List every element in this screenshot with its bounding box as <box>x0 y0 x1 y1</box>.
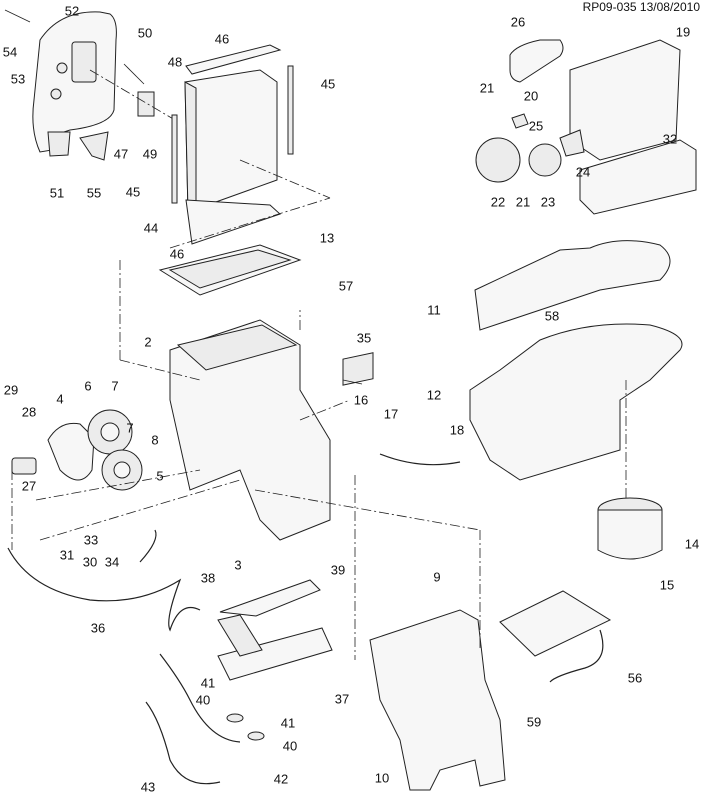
callout-18: 18 <box>449 422 465 438</box>
callout-21-upper: 21 <box>479 80 495 96</box>
heater-core-part <box>145 579 333 785</box>
callout-6: 6 <box>84 378 92 394</box>
callout-23: 23 <box>540 194 556 210</box>
hvac-case-part <box>119 260 331 541</box>
callout-13: 13 <box>319 230 335 246</box>
callout-39: 39 <box>330 562 346 578</box>
callout-2: 2 <box>144 334 152 350</box>
callout-3: 3 <box>234 557 242 573</box>
callout-37: 37 <box>334 691 350 707</box>
evaporator-core-part <box>169 44 331 249</box>
callout-45-right: 45 <box>320 76 336 92</box>
callout-43: 43 <box>140 779 156 795</box>
callout-19: 19 <box>675 24 691 40</box>
callout-24: 24 <box>575 164 591 180</box>
callout-27: 27 <box>21 478 37 494</box>
callout-40-right: 40 <box>282 738 298 754</box>
callout-41-right: 41 <box>280 715 296 731</box>
callout-12: 12 <box>426 387 442 403</box>
callout-41-left: 41 <box>200 675 216 691</box>
callout-7-lower: 7 <box>126 420 134 436</box>
callout-22: 22 <box>490 194 506 210</box>
callout-46-bottom: 46 <box>169 246 185 262</box>
callout-40-left: 40 <box>195 692 211 708</box>
callout-35: 35 <box>356 330 372 346</box>
callout-55: 55 <box>86 185 102 201</box>
callout-25: 25 <box>528 118 544 134</box>
callout-26: 26 <box>510 14 526 30</box>
callout-7-upper: 7 <box>111 378 119 394</box>
callout-47: 47 <box>113 146 129 162</box>
callout-28: 28 <box>21 404 37 420</box>
callout-8: 8 <box>151 432 159 448</box>
callout-49: 49 <box>142 146 158 162</box>
filter-frame-part <box>158 244 302 296</box>
callout-53: 53 <box>10 71 26 87</box>
callout-9: 9 <box>433 569 441 585</box>
callout-45-left: 45 <box>125 184 141 200</box>
blower-resistor-part <box>299 352 461 466</box>
callout-11: 11 <box>427 302 441 318</box>
callout-48: 48 <box>167 54 183 70</box>
callout-14: 14 <box>684 536 700 552</box>
callout-32: 32 <box>662 131 678 147</box>
heater-element-part <box>499 590 612 683</box>
blower-motor-part <box>597 497 663 560</box>
air-inlet-module-part <box>475 39 697 215</box>
callout-15: 15 <box>659 577 675 593</box>
callout-34: 34 <box>104 554 120 570</box>
mode-actuator-parts <box>4 9 176 161</box>
callout-58: 58 <box>544 308 560 324</box>
callout-51: 51 <box>49 185 65 201</box>
callout-33: 33 <box>83 532 99 548</box>
callout-59: 59 <box>526 714 542 730</box>
callout-38: 38 <box>200 570 216 586</box>
callout-16: 16 <box>353 392 369 408</box>
callout-54: 54 <box>2 44 18 60</box>
callout-4: 4 <box>56 391 64 407</box>
callout-42: 42 <box>273 771 289 787</box>
diagram-reference-code: RP09-035 13/08/2010 <box>582 0 700 14</box>
callout-21-lower: 21 <box>515 194 531 210</box>
callout-50: 50 <box>137 25 153 41</box>
callout-46-top: 46 <box>214 31 230 47</box>
actuator-gears-part <box>11 409 241 550</box>
wiring-harness-part <box>7 529 201 632</box>
callout-10: 10 <box>374 770 390 786</box>
callout-36: 36 <box>90 620 106 636</box>
callout-52: 52 <box>64 3 80 19</box>
callout-57: 57 <box>338 278 354 294</box>
callout-30: 30 <box>82 554 98 570</box>
callout-5: 5 <box>156 468 164 484</box>
callout-29: 29 <box>3 382 19 398</box>
callout-17: 17 <box>383 406 399 422</box>
callout-31: 31 <box>59 547 75 563</box>
callout-44: 44 <box>143 220 159 236</box>
callout-20: 20 <box>523 88 539 104</box>
blower-housing-part <box>469 240 683 500</box>
callout-56: 56 <box>627 670 643 686</box>
case-cover-part <box>32 11 117 157</box>
lower-case-part <box>254 475 506 791</box>
